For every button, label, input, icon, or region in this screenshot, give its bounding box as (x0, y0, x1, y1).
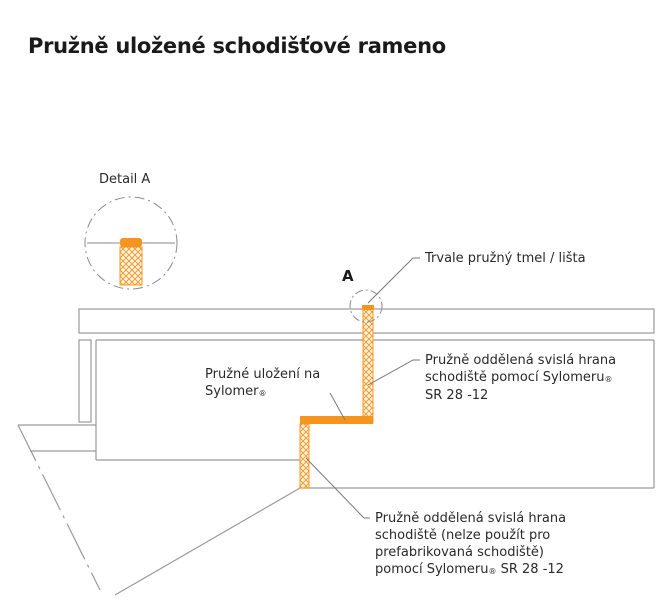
sealant-label: Trvale pružný tmel / lišta (425, 251, 586, 266)
detail-sealant (120, 238, 142, 247)
upper-vertical-sylomer (362, 308, 374, 424)
upper-edge-label: Pružně oddělená svislá hrana schodiště p… (425, 352, 616, 404)
lower-edge-line4: pomocí Sylomeru® SR 28 -12 (375, 562, 564, 577)
sylomer-support-line1: Pružné uložení na (205, 367, 321, 382)
lower-edge-label: Pružně oddělená svislá hrana schodiště (… (375, 510, 566, 579)
detail-a-label: Detail A (99, 172, 151, 187)
leader-sylomer-support (329, 392, 346, 421)
upper-edge-line2: schodiště pomocí Sylomeru® (425, 370, 613, 385)
marker-a-label: A (342, 267, 354, 285)
sealant-cap (362, 305, 374, 310)
lower-landing (17, 424, 101, 591)
leader-lower-edge (305, 457, 370, 519)
detail-a-circle (84, 196, 178, 290)
lower-edge-line1: Pružně oddělená svislá hrana (375, 511, 567, 526)
page-title: Pružně uložené schodišťové rameno (28, 34, 446, 58)
lower-edge-line3: prefabrikovaná schodiště) (375, 545, 544, 560)
marker-a-circle (349, 289, 383, 323)
upper-edge-line1: Pružně oddělená svislá hrana (425, 353, 617, 368)
leader-lines (305, 257, 420, 519)
left-wall (78, 339, 654, 460)
horizontal-sylomer-bar (300, 416, 373, 424)
lower-vertical-sylomer (299, 423, 310, 489)
stair-underside (114, 487, 301, 596)
leader-upper-edge (367, 359, 420, 386)
detail-sylomer-strip (119, 246, 143, 286)
sylomer-support-line2: Sylomer® (205, 384, 267, 399)
lower-edge-line2: schodiště (nelze použít pro (375, 528, 551, 543)
wall-outline (96, 340, 655, 489)
upper-edge-line3: SR 28 -12 (425, 388, 489, 403)
sylomer-support-label: Pružné uložení na Sylomer® (205, 366, 320, 401)
leader-tmel (367, 257, 420, 304)
